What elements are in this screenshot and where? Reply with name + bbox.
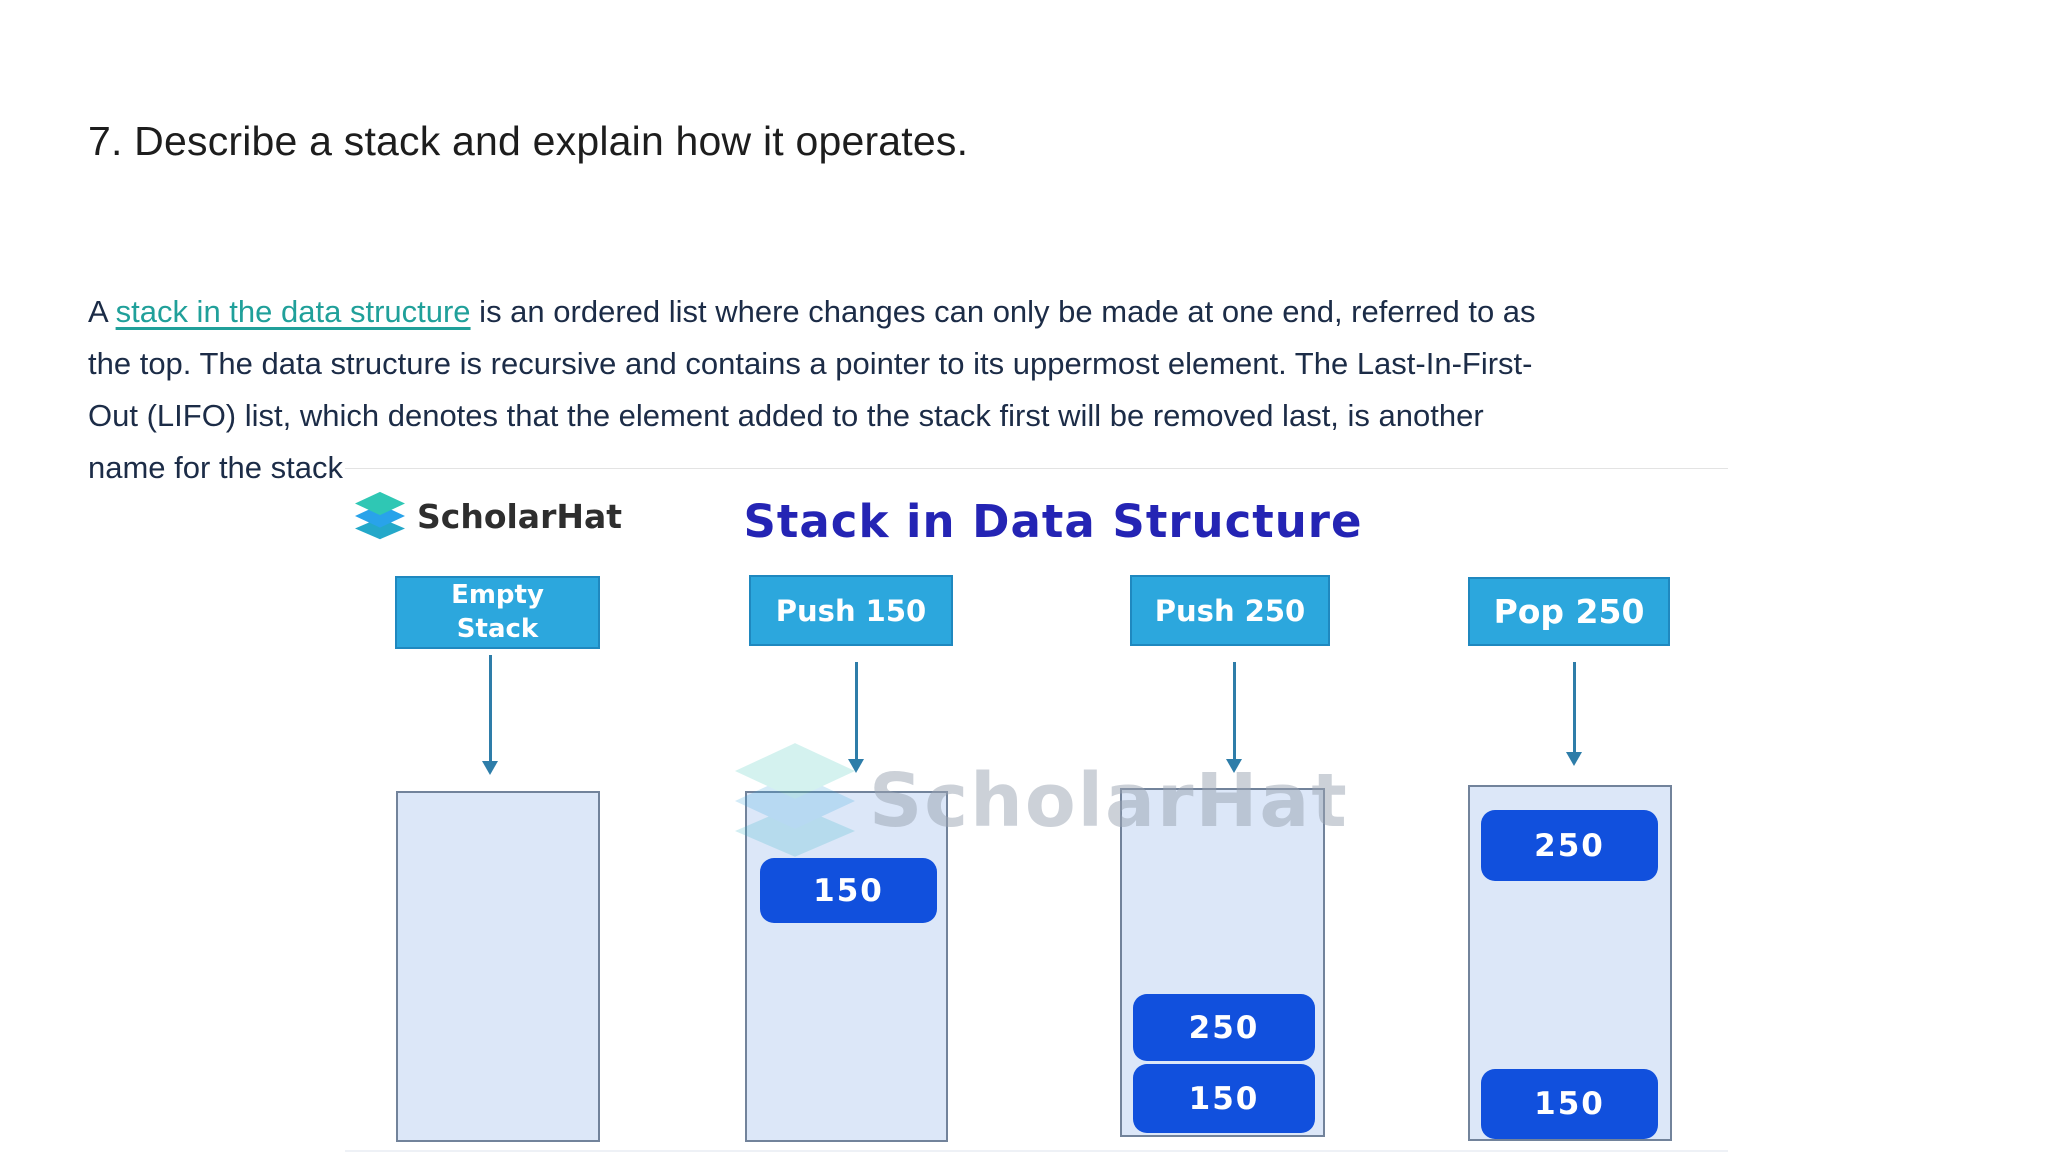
stack-block-150: 150 [760,858,937,923]
paragraph-line-1: A stack in the data structure is an orde… [88,286,1536,338]
stack-diagram-figure: ScholarHat Stack in Data Structure Schol… [345,468,1728,1152]
paragraph-line-3: Out (LIFO) list, which denotes that the … [88,398,1484,433]
paragraph-line-4: name for the stack. [88,450,352,485]
question-heading: 7. Describe a stack and explain how it o… [88,118,969,164]
stack-block-250: 250 [1133,994,1315,1061]
answer-paragraph: A stack in the data structure is an orde… [88,286,1536,494]
operation-label-push-150: Push 150 [749,575,953,646]
paragraph-line-2: the top. The data structure is recursive… [88,346,1533,381]
stack-container-push-150 [745,791,948,1142]
stack-block-150: 150 [1481,1069,1658,1139]
stack-block-250: 250 [1481,810,1658,881]
stack-container-empty [396,791,600,1142]
line1-after-link: is an ordered list where changes can onl… [470,294,1536,329]
stack-article-link[interactable]: stack in the data structure [115,294,471,329]
operation-label-pop-250: Pop 250 [1468,577,1670,646]
scholarhat-logo-icon [355,491,405,540]
stack-block-150: 150 [1133,1064,1315,1133]
down-arrow-push-250 [1226,662,1242,773]
down-arrow-push-150 [848,662,864,773]
figure-title: Stack in Data Structure [743,495,1363,548]
line1-before-link: A [88,294,116,329]
down-arrow-empty-stack [482,655,498,775]
operation-label-push-250: Push 250 [1130,575,1330,646]
scholarhat-brand: ScholarHat [353,491,622,541]
brand-name: ScholarHat [417,496,623,536]
down-arrow-pop-250 [1566,662,1582,766]
